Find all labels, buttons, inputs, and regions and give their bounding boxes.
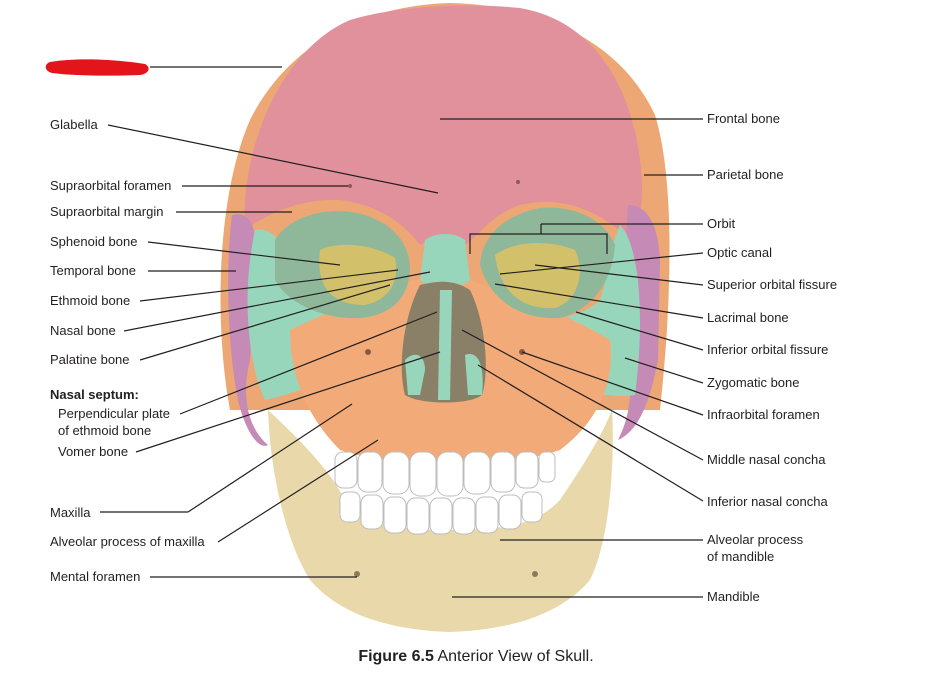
label-sphenoid-bone: Sphenoid bone — [50, 234, 138, 249]
inferior-concha-right — [465, 354, 483, 395]
label-infraorbital-foramen: Infraorbital foramen — [707, 407, 820, 422]
inferior-concha-left — [405, 354, 425, 395]
label-nasal-bone: Nasal bone — [50, 323, 116, 338]
supraorbital-foramen-right — [516, 180, 520, 184]
label-of-ethmoid-bone: of ethmoid bone — [58, 423, 152, 438]
label-maxilla: Maxilla — [50, 505, 91, 520]
label-mandible: Mandible — [707, 589, 760, 604]
lower-teeth — [339, 491, 543, 535]
label-orbit: Orbit — [707, 216, 736, 231]
label-superior-orbital-fissure: Superior orbital fissure — [707, 277, 838, 292]
label-parietal-bone: Parietal bone — [707, 167, 784, 182]
label-middle-nasal-concha: Middle nasal concha — [707, 452, 826, 467]
upper-teeth — [334, 451, 556, 497]
figure-caption-text: Anterior View of Skull. — [433, 648, 594, 665]
sphenoid-right — [495, 243, 580, 309]
label-temporal-bone: Temporal bone — [50, 263, 136, 278]
label-mental-foramen: Mental foramen — [50, 569, 141, 584]
mental-foramen-left — [354, 571, 360, 577]
label-lacrimal-bone: Lacrimal bone — [707, 310, 789, 325]
figure-caption: Figure 6.5 Anterior View of Skull. — [0, 648, 952, 666]
label-inferior-orbital-fissure: Inferior orbital fissure — [707, 342, 829, 357]
label-of-mandible: of mandible — [707, 549, 775, 564]
label-glabella: Glabella — [50, 117, 98, 132]
label-vomer-bone: Vomer bone — [58, 444, 129, 459]
label-optic-canal: Optic canal — [707, 245, 773, 260]
nasal-septum — [438, 290, 452, 400]
mental-foramen-right — [532, 571, 538, 577]
figure-number: Figure 6.5 — [358, 648, 434, 665]
temporal-bone-left — [228, 214, 268, 446]
label-perpendicular-plate: Perpendicular plate — [58, 406, 171, 421]
label-inferior-nasal-concha: Inferior nasal concha — [707, 494, 828, 509]
label-zygomatic-bone: Zygomatic bone — [707, 375, 800, 390]
redaction-mark — [45, 59, 149, 76]
label-supraorbital-foramen: Supraorbital foramen — [50, 178, 172, 193]
leader-lines — [100, 66, 704, 598]
label-alveolar-process: Alveolar process — [707, 532, 804, 547]
skull-illustration — [45, 3, 704, 632]
label-nasal-septum-heading: Nasal septum: — [50, 387, 139, 402]
infraorbital-foramen-left — [365, 349, 371, 355]
label-ethmoid-bone: Ethmoid bone — [50, 293, 131, 308]
label-supraorbital-margin: Supraorbital margin — [50, 204, 164, 219]
label-alveolar-process-maxilla: Alveolar process of maxilla — [50, 534, 205, 549]
frontal-bone-shape — [244, 5, 642, 245]
supraorbital-foramen-left — [348, 184, 352, 188]
label-frontal-bone: Frontal bone — [707, 111, 780, 126]
nasal-bone-shape — [420, 234, 470, 288]
label-palatine-bone: Palatine bone — [50, 352, 130, 367]
